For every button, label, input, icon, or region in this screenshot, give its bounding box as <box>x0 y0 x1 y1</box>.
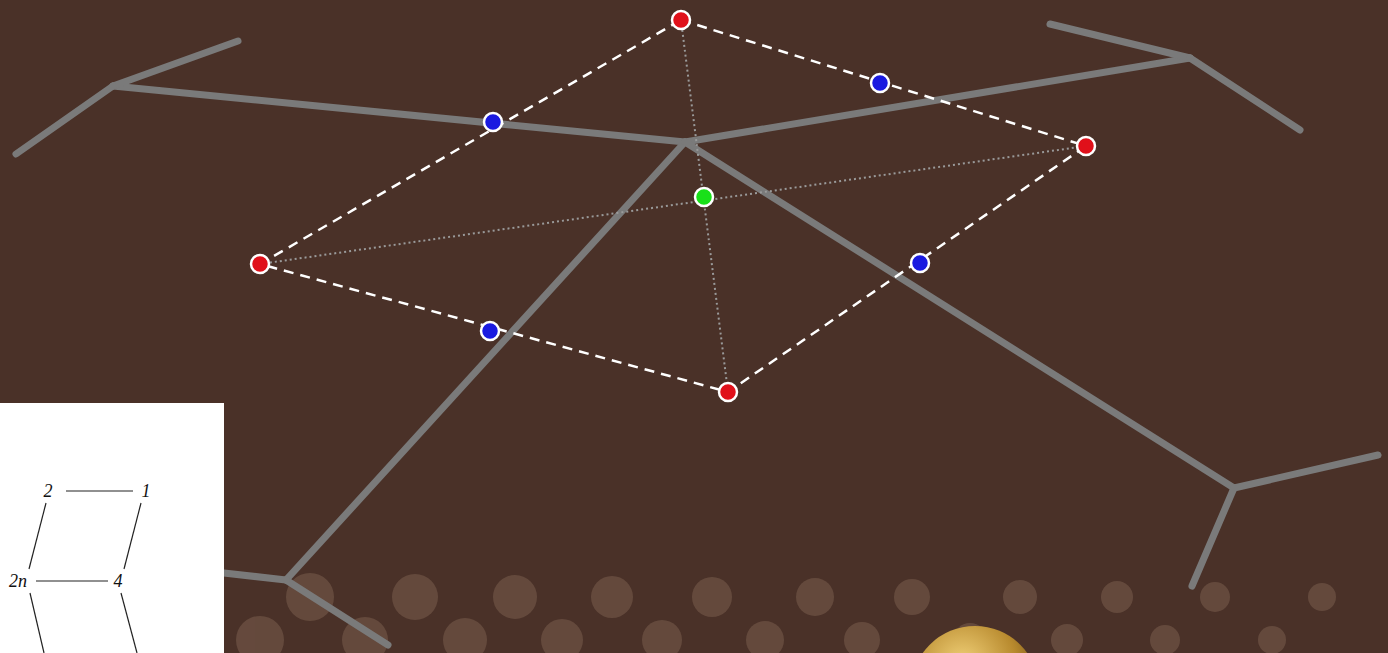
background-dots <box>236 573 1336 653</box>
bg-dot <box>236 616 284 653</box>
unit-cell <box>260 20 1086 392</box>
bg-dot <box>392 574 438 620</box>
bg-dot <box>1308 583 1336 611</box>
inset-panel <box>0 403 224 653</box>
bg-dot <box>894 579 930 615</box>
bg-dot <box>541 619 583 653</box>
diagonals <box>260 20 1086 392</box>
bg-dot <box>443 618 487 653</box>
vertex-label: 2 <box>43 482 54 500</box>
vertex-label: 2n <box>8 572 28 590</box>
bg-dot <box>1200 582 1230 612</box>
bg-dot <box>1101 581 1133 613</box>
vertex-label: 4 <box>113 572 124 590</box>
bg-dot <box>796 578 834 616</box>
inset-graph <box>29 491 141 653</box>
bg-dot <box>692 577 732 617</box>
bg-dot <box>746 621 784 653</box>
bg-dot <box>844 622 880 653</box>
bg-dot <box>1003 580 1037 614</box>
gold-sphere <box>911 626 1039 653</box>
lattice-points <box>251 11 1095 401</box>
bg-dot <box>493 575 537 619</box>
bg-dot <box>1150 625 1180 653</box>
bg-dot <box>642 620 682 653</box>
bg-dot <box>591 576 633 618</box>
vertex-label: 1 <box>141 482 152 500</box>
bg-dot <box>1258 626 1286 653</box>
bg-dot <box>1051 624 1083 653</box>
